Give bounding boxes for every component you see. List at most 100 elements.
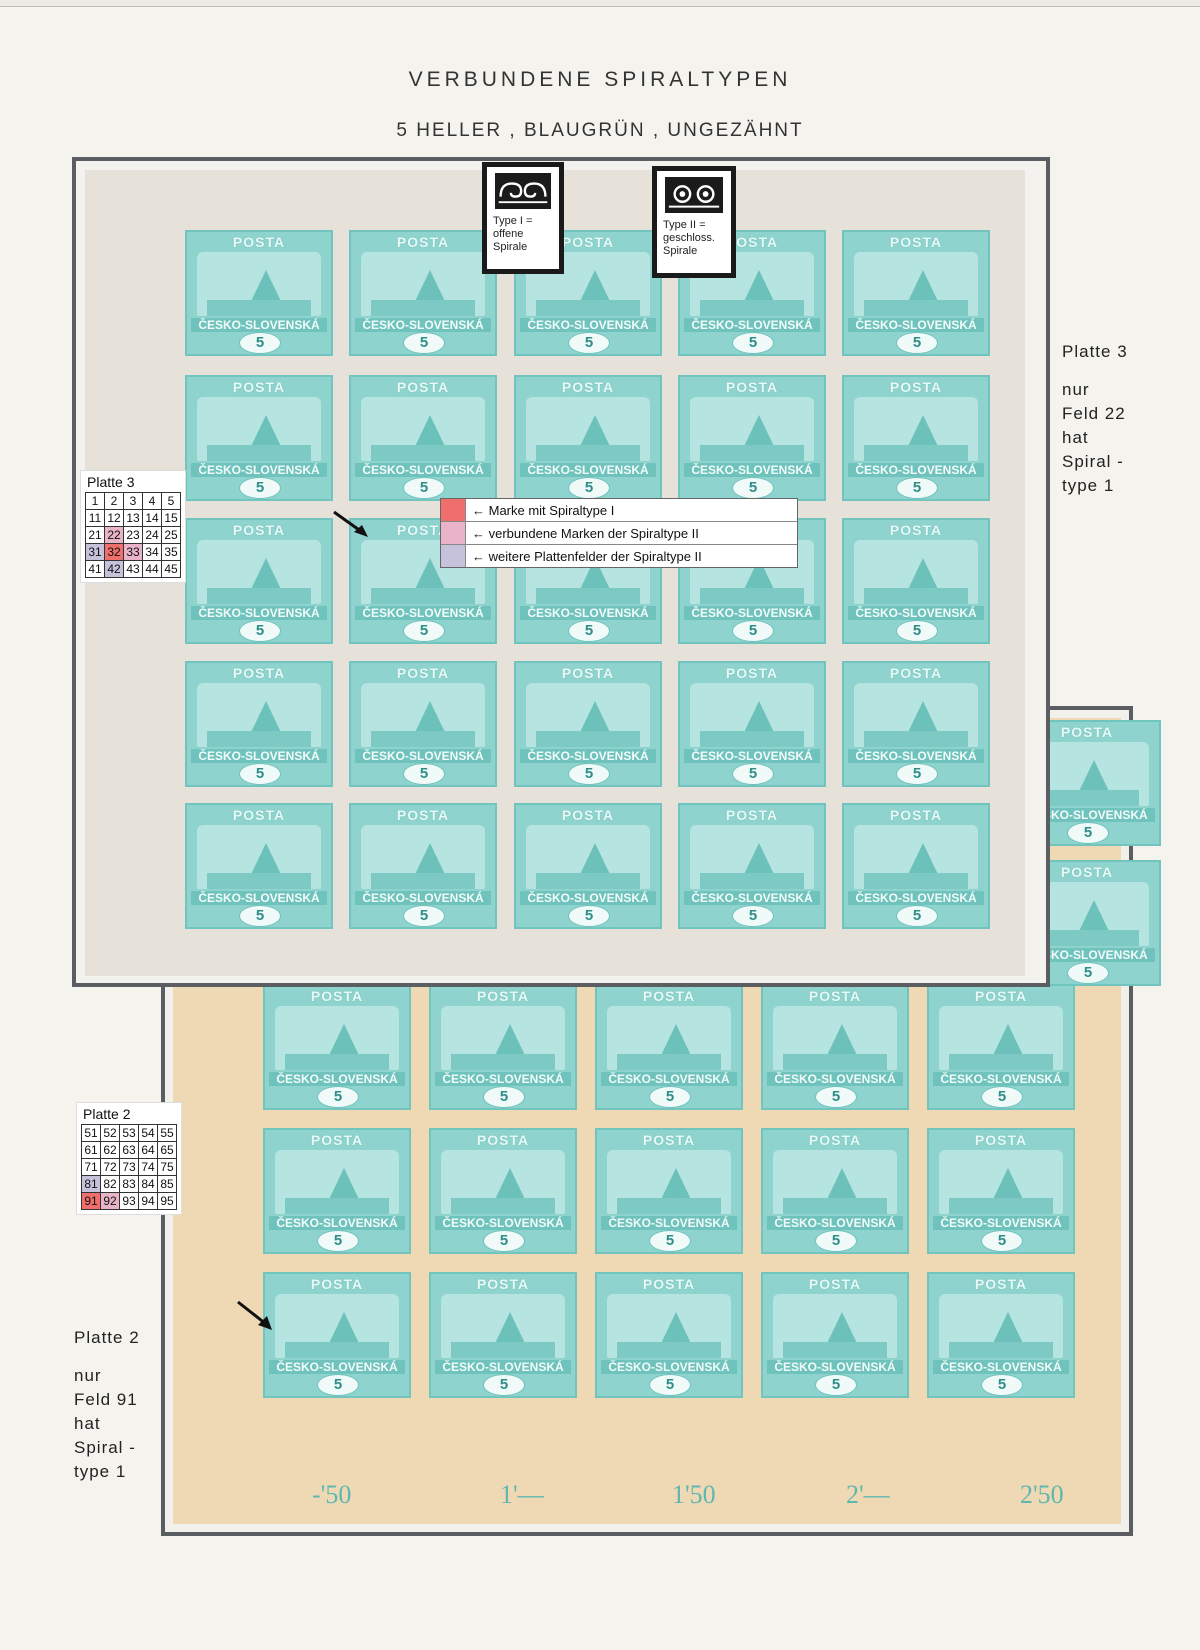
stamp-posta-text: POSTA bbox=[889, 665, 943, 681]
stamp-value-text: 5 bbox=[403, 620, 445, 642]
stamp-value-text: 5 bbox=[1067, 962, 1109, 984]
stamp-posta-text: POSTA bbox=[561, 379, 615, 395]
stamp-posta-text: POSTA bbox=[561, 234, 615, 250]
stamp-value-text: 5 bbox=[732, 332, 774, 354]
stamp-posta-text: POSTA bbox=[232, 522, 286, 538]
field-cell: 12 bbox=[104, 509, 124, 527]
page-top-edge bbox=[0, 0, 1200, 7]
castle-vignette-icon bbox=[197, 252, 321, 316]
arrow-field-91-icon bbox=[237, 1300, 272, 1330]
field-cell: 35 bbox=[161, 543, 181, 561]
stamp-country-text: ČESKO-SLOVENSKÁ bbox=[684, 463, 820, 477]
type-2-text: Type II = geschloss. Spirale bbox=[663, 219, 715, 257]
stamp-posta-text: POSTA bbox=[396, 522, 450, 538]
castle-vignette-icon bbox=[197, 825, 321, 889]
stamp-country-text: ČESKO-SLOVENSKÁ bbox=[191, 463, 327, 477]
castle-vignette-icon bbox=[607, 1006, 731, 1070]
legend-row-connected-type-2: ← verbundene Marken der Spiraltype II bbox=[441, 521, 797, 544]
field-cell: 1 bbox=[85, 492, 105, 510]
field-cell: 62 bbox=[100, 1141, 120, 1159]
stamp-country-text: ČESKO-SLOVENSKÁ bbox=[601, 1072, 737, 1086]
field-cell: 42 bbox=[104, 560, 124, 578]
castle-vignette-icon bbox=[854, 252, 978, 316]
castle-vignette-icon bbox=[854, 825, 978, 889]
field-cell: 82 bbox=[100, 1175, 120, 1193]
stamp-posta-text: POSTA bbox=[232, 379, 286, 395]
stamp-value-text: 5 bbox=[815, 1230, 857, 1252]
stamp-country-text: ČESKO-SLOVENSKÁ bbox=[269, 1360, 405, 1374]
field-cell: 71 bbox=[81, 1158, 101, 1176]
field-cell: 54 bbox=[138, 1124, 158, 1142]
stamp-posta-text: POSTA bbox=[561, 807, 615, 823]
stamp-country-text: ČESKO-SLOVENSKÁ bbox=[191, 606, 327, 620]
stamp-posta-text: POSTA bbox=[561, 665, 615, 681]
stamp-posta-text: POSTA bbox=[889, 522, 943, 538]
castle-vignette-icon bbox=[361, 825, 485, 889]
field-cell: 44 bbox=[142, 560, 162, 578]
castle-vignette-icon bbox=[854, 683, 978, 747]
margin-value-4: 2'— bbox=[846, 1480, 890, 1509]
stamp-posta-text: POSTA bbox=[232, 234, 286, 250]
stamp-value-text: 5 bbox=[568, 620, 610, 642]
stamp-posta-text: POSTA bbox=[396, 807, 450, 823]
stamp-posta-text: POSTA bbox=[476, 1132, 530, 1148]
stamp-country-text: ČESKO-SLOVENSKÁ bbox=[767, 1072, 903, 1086]
field-cell: 15 bbox=[161, 509, 181, 527]
color-legend: ← Marke mit Spiraltype I ← verbundene Ma… bbox=[440, 498, 798, 568]
stamp-posta-text: POSTA bbox=[1060, 724, 1114, 740]
castle-vignette-icon bbox=[526, 825, 650, 889]
note-plate-3: Platte 3 nur Feld 22 hat Spiral - type 1 bbox=[1062, 342, 1128, 495]
field-cell: 11 bbox=[85, 509, 105, 527]
stamp-value-text: 5 bbox=[815, 1086, 857, 1108]
stamp-country-text: ČESKO-SLOVENSKÁ bbox=[767, 1216, 903, 1230]
field-cell: 5 bbox=[161, 492, 181, 510]
stamp-value-text: 5 bbox=[239, 620, 281, 642]
castle-vignette-icon bbox=[197, 683, 321, 747]
field-cell: 34 bbox=[142, 543, 162, 561]
stamp-value-text: 5 bbox=[896, 332, 938, 354]
stamp-value-text: 5 bbox=[896, 763, 938, 785]
stamp-value-text: 5 bbox=[568, 332, 610, 354]
stamp-value-text: 5 bbox=[483, 1230, 525, 1252]
open-spiral-icon bbox=[495, 173, 551, 209]
stamp-value-text: 5 bbox=[896, 477, 938, 499]
stamp-value-text: 5 bbox=[1067, 822, 1109, 844]
field-cell: 74 bbox=[138, 1158, 158, 1176]
stamp-value-text: 5 bbox=[815, 1374, 857, 1396]
field-cell: 2 bbox=[104, 492, 124, 510]
castle-vignette-icon bbox=[361, 683, 485, 747]
stamp-country-text: ČESKO-SLOVENSKÁ bbox=[355, 463, 491, 477]
field-cell: 63 bbox=[119, 1141, 139, 1159]
stamp-value-text: 5 bbox=[732, 477, 774, 499]
stamp-country-text: ČESKO-SLOVENSKÁ bbox=[684, 606, 820, 620]
stamp-country-text: ČESKO-SLOVENSKÁ bbox=[601, 1360, 737, 1374]
stamp-posta-text: POSTA bbox=[725, 665, 779, 681]
field-cell: 32 bbox=[104, 543, 124, 561]
castle-vignette-icon bbox=[939, 1006, 1063, 1070]
castle-vignette-icon bbox=[526, 252, 650, 316]
stamp-country-text: ČESKO-SLOVENSKÁ bbox=[355, 318, 491, 332]
stamp-country-text: ČESKO-SLOVENSKÁ bbox=[848, 749, 984, 763]
castle-vignette-icon bbox=[526, 683, 650, 747]
castle-vignette-icon bbox=[197, 540, 321, 604]
field-cell: 43 bbox=[123, 560, 143, 578]
stamp-posta-text: POSTA bbox=[396, 379, 450, 395]
